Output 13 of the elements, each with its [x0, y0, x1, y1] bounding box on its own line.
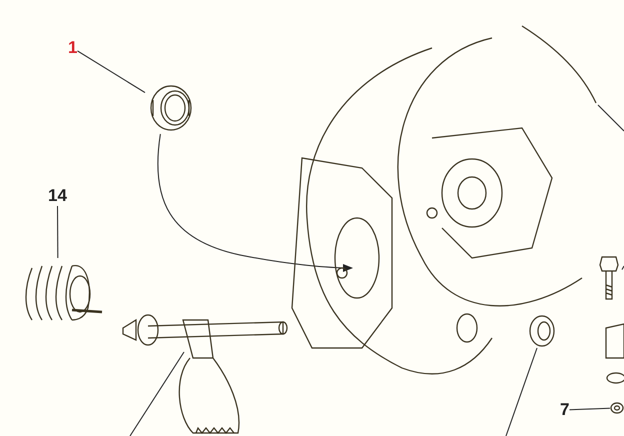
arrow — [157, 134, 353, 272]
leader-line — [130, 352, 184, 436]
leader-line — [77, 50, 146, 94]
bush-drawing — [527, 314, 557, 348]
leader-line — [57, 206, 58, 258]
leader-line — [569, 408, 610, 410]
leader-line — [598, 104, 624, 132]
leader-line — [622, 266, 624, 270]
callout-number: 1 — [68, 38, 78, 58]
callout-number: 7 — [560, 400, 570, 420]
washer-drawing — [610, 401, 624, 415]
leader-line — [506, 348, 538, 436]
callout-number: 14 — [48, 186, 67, 206]
